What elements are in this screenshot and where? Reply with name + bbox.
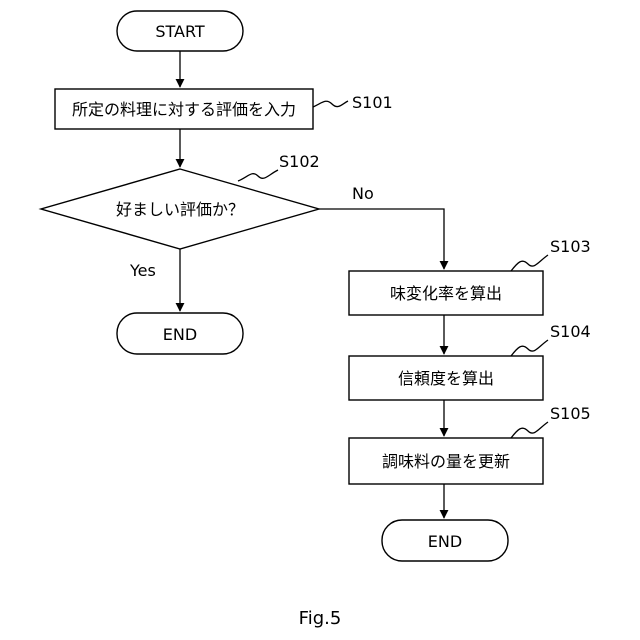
end-terminal-left: END (117, 313, 243, 354)
s104-label: S104 (550, 322, 591, 341)
decision-diamond: 好ましい評価か？ (41, 169, 319, 249)
arrow-no-to-taste (319, 209, 444, 269)
s103-leader (511, 255, 548, 271)
update-seasoning-box: 調味料の量を更新 (349, 438, 543, 484)
yes-label: Yes (129, 261, 156, 280)
calc-taste-change-box: 味変化率を算出 (349, 271, 543, 315)
end-terminal-right: END (382, 520, 508, 561)
update-seasoning-label: 調味料の量を更新 (382, 452, 510, 471)
s101-label: S101 (352, 93, 393, 112)
no-label: No (352, 184, 374, 203)
start-terminal: START (117, 11, 243, 51)
figure-caption: Fig.5 (299, 608, 342, 629)
end-right-label: END (428, 532, 462, 551)
s102-label: S102 (279, 152, 320, 171)
input-evaluation-box: 所定の料理に対する評価を入力 (55, 89, 313, 129)
s105-leader (511, 422, 548, 438)
end-left-label: END (163, 325, 197, 344)
s101-leader (313, 101, 348, 107)
s104-leader (511, 340, 548, 356)
start-label: START (155, 22, 205, 41)
calc-reliability-label: 信頼度を算出 (398, 369, 494, 388)
s103-label: S103 (550, 237, 591, 256)
calc-taste-change-label: 味変化率を算出 (390, 284, 502, 303)
s102-leader (238, 170, 278, 181)
calc-reliability-box: 信頼度を算出 (349, 356, 543, 400)
s105-label: S105 (550, 404, 591, 423)
decision-label: 好ましい評価か？ (116, 200, 244, 219)
input-evaluation-label: 所定の料理に対する評価を入力 (72, 100, 296, 119)
